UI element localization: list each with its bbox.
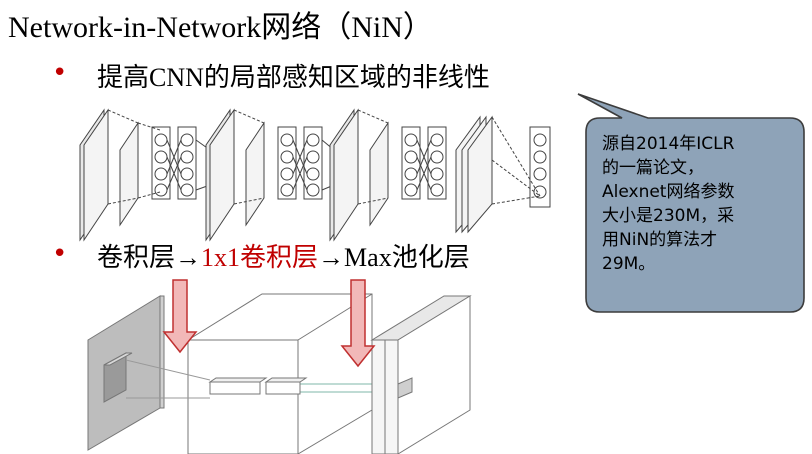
maxpool-layer-label: Max池化层 [344,243,470,272]
bullet-1-text: 提高CNN的局部感知区域的非线性 [97,63,490,92]
mlpconv-block-1 [79,108,211,242]
bullet-marker: • [52,239,68,269]
volume-diagram [87,293,472,454]
slide-title: Network-in-Network网络（NiN） [8,11,433,44]
callout-line: 用NiN的算法才 [602,230,718,250]
bullet-2-text: 卷积层→1x1卷积层→Max池化层 [97,237,470,274]
arrow-right-icon: → [175,243,202,272]
mlpconv-block-2 [205,108,335,242]
down-arrow-icon [340,279,376,368]
nin-architecture-diagram [79,108,551,242]
down-arrow-icon [162,279,198,354]
callout-line: 的一篇论文， [602,158,704,178]
global-pooling-block [455,115,551,234]
callout-line: 29M。 [602,254,656,274]
conv1x1-layer-label: 1x1卷积层 [201,243,319,272]
conv-layer-label: 卷积层 [97,243,176,272]
callout-line: 源自2014年ICLR [602,134,735,154]
bullet-marker: • [52,58,68,88]
callout-line: 大小是230M，采 [602,206,735,226]
mlpconv-block-3 [329,108,447,242]
conv-volume [187,293,373,454]
callout-line: Alexnet网络参数 [602,182,735,202]
callout-text: 源自2014年ICLR 的一篇论文， Alexnet网络参数 大小是230M，采… [602,132,792,276]
arrow-right-icon: → [318,243,345,272]
callout-bubble [577,93,805,313]
